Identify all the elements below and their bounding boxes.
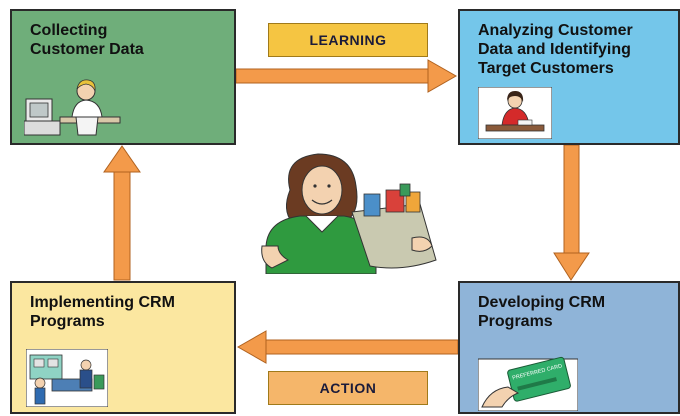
woman-at-desk-icon xyxy=(478,87,552,139)
stage-developing-box: Developing CRM Programs PREFERRED CARD xyxy=(458,281,680,414)
stage-developing-title: Developing CRM Programs xyxy=(478,294,606,330)
clerk-at-computer-icon xyxy=(24,79,121,136)
arrow-implement-to-collect xyxy=(103,145,141,281)
shopper-with-bag-icon xyxy=(261,153,437,274)
action-label: ACTION xyxy=(268,371,428,405)
stage-implementing-title: Implementing CRM Programs xyxy=(30,294,175,330)
arrow-collect-to-analyze xyxy=(235,59,458,93)
stage-collecting-box: Collecting Customer Data xyxy=(10,9,236,145)
stage-analyzing-title: Analyzing Customer Data and Identifying … xyxy=(478,22,633,77)
learning-label: LEARNING xyxy=(268,23,428,57)
stage-collecting-title: Collecting Customer Data xyxy=(30,22,144,58)
customers-at-store-icon xyxy=(26,349,108,407)
arrow-develop-to-implement xyxy=(236,330,459,364)
arrow-analyze-to-develop xyxy=(553,144,590,281)
loyalty-card-icon: PREFERRED CARD xyxy=(478,356,578,411)
stage-implementing-box: Implementing CRM Programs xyxy=(10,281,236,414)
stage-analyzing-box: Analyzing Customer Data and Identifying … xyxy=(458,9,680,145)
